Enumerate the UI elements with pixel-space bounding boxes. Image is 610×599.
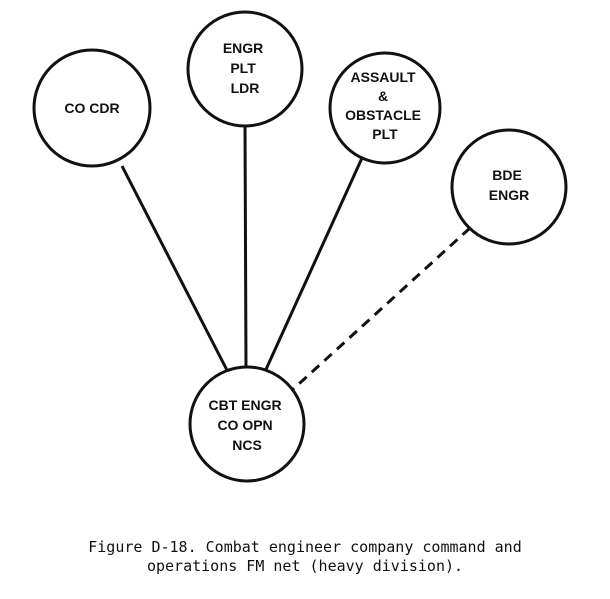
node-cbt-engr-co-opn-ncs-label-2: CO OPN [217,417,272,433]
svg-text:ENGR PLT LDR: ENGR PLT LDR [223,40,267,96]
node-cbt-engr-co-opn-ncs-label-3: NCS [232,437,262,453]
node-cbt-engr-co-opn-ncs-circle [188,365,306,483]
node-co-cdr-label-1: CO CDR [64,100,119,116]
figure-caption: Figure D-18. Combat engineer company com… [0,538,610,576]
node-assault-obstacle-plt-label-3: OBSTACLE [345,107,421,123]
svg-text:CBT ENGR CO OPN NC: CBT ENGR CO OPN NCS [208,397,285,453]
edge-assault-obstacle-plt-to-ncs [261,157,364,377]
node-engr-plt-ldr-label-1: ENGR [223,40,263,56]
node-bde-engr-label-2: ENGR [489,187,529,203]
edge-co-cdr-to-ncs [120,165,232,377]
node-assault-obstacle-plt-circle [328,51,442,165]
node-cbt-engr-co-opn-ncs: CBT ENGR CO OPN NCS [188,365,306,483]
node-assault-obstacle-plt-label-4: PLT [372,126,398,142]
edge-bde-engr-to-ncs-dashed [288,226,472,394]
figure-caption-line-2: operations FM net (heavy division). [146,557,464,575]
node-engr-plt-ldr-label-2: PLT [230,60,256,76]
node-bde-engr-circle [450,128,568,246]
svg-text:CO CDR: CO CDR [64,100,119,116]
node-cbt-engr-co-opn-ncs-label-1: CBT ENGR [208,397,281,413]
figure-caption-line-1: Figure D-18. Combat engineer company com… [88,538,522,556]
node-engr-plt-ldr: ENGR PLT LDR [186,10,304,128]
node-assault-obstacle-plt: ASSAULT & OBSTACLE PLT [328,51,442,165]
node-assault-obstacle-plt-label-1: ASSAULT [351,69,417,85]
svg-text:ASSAULT & OBSTACLE: ASSAULT & OBSTACLE PLT [345,69,425,142]
node-co-cdr-circle [32,48,152,168]
edge-engr-plt-ldr-to-ncs [243,124,248,370]
node-bde-engr: BDE ENGR [450,128,568,246]
node-co-cdr: CO CDR [32,48,152,168]
node-engr-plt-ldr-circle [186,10,304,128]
node-engr-plt-ldr-label-3: LDR [231,80,260,96]
svg-text:BDE ENGR: BDE ENGR [489,167,529,203]
node-bde-engr-label-1: BDE [492,167,522,183]
node-assault-obstacle-plt-label-2: & [378,88,388,104]
